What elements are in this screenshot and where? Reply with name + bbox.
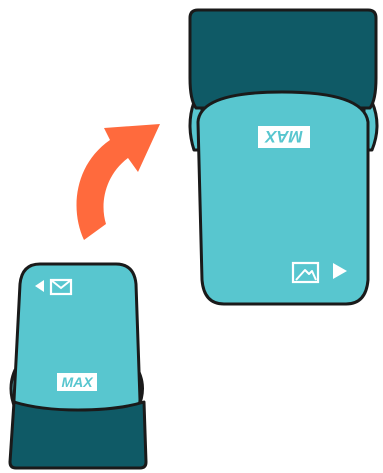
small-device-body: [14, 264, 140, 420]
small-device-cap: [10, 402, 146, 468]
small-device: MAX: [10, 264, 146, 468]
large-device: MAX: [190, 10, 377, 304]
small-device-max-badge: MAX: [57, 373, 97, 391]
large-device-max-badge: MAX: [258, 126, 310, 148]
flip-arrow: [77, 124, 160, 240]
small-device-brand-label: MAX: [61, 374, 94, 390]
large-device-brand-label: MAX: [263, 127, 302, 146]
